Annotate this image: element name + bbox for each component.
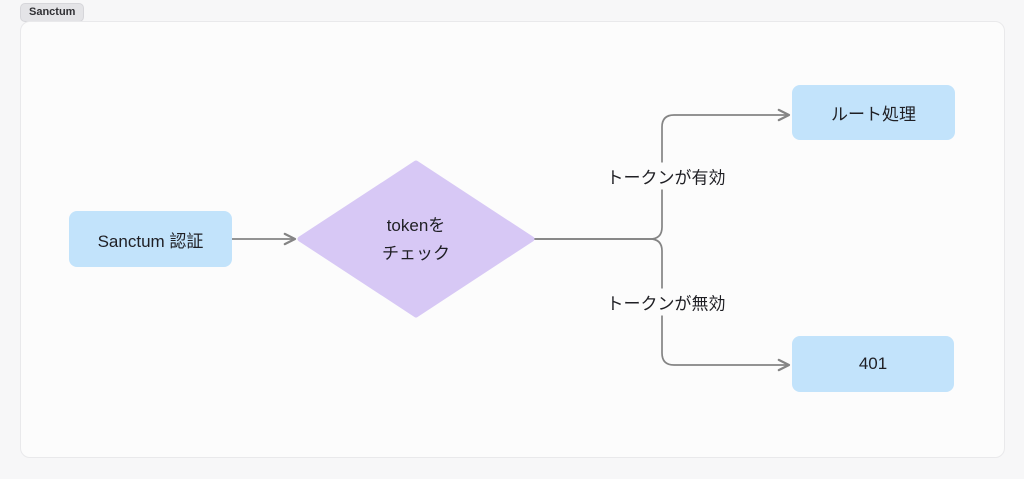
node-401-label: 401 (858, 354, 888, 373)
node-sanctum-auth: Sanctum 認証 (69, 211, 232, 267)
edge-label-token-valid: トークンが有効 (601, 162, 731, 190)
node-route-processing: ルート処理 (792, 85, 955, 140)
node-401: 401 (792, 336, 954, 392)
diagram-title-badge: Sanctum (20, 3, 85, 22)
node-token-check-label: tokenを チェック (382, 215, 450, 263)
edge-label-token-invalid: トークンが無効 (601, 288, 731, 316)
node-sanctum-auth-label: Sanctum 認証 (97, 231, 204, 251)
node-route-processing-label: ルート処理 (831, 105, 916, 124)
